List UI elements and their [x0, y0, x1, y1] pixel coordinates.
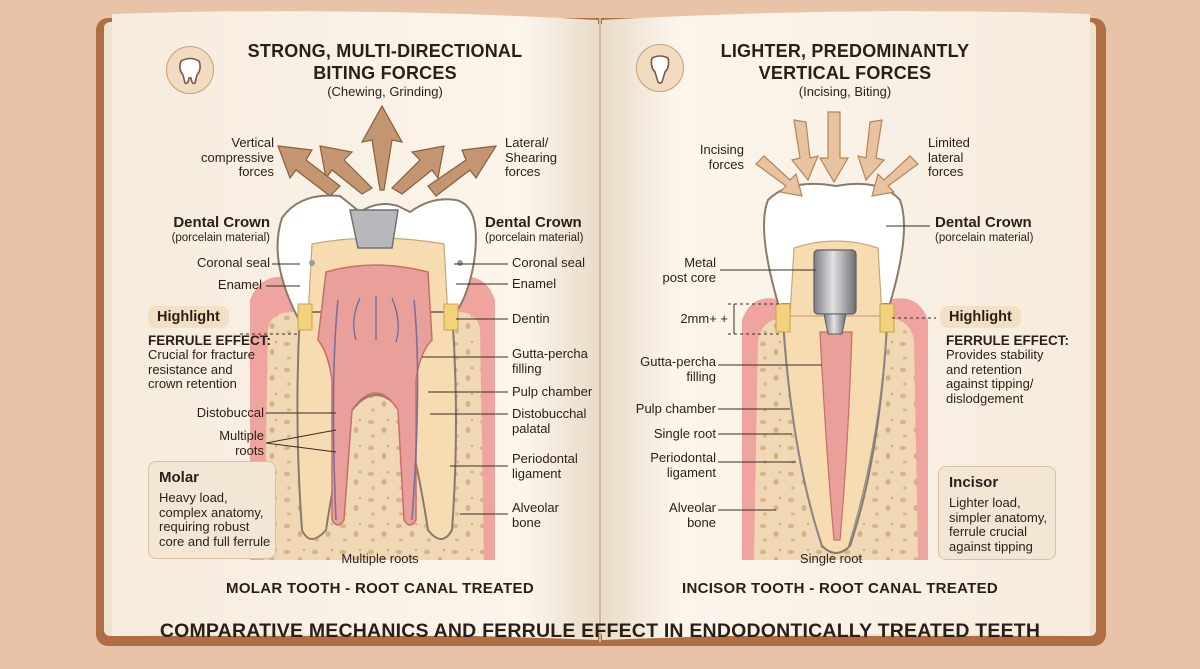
- incisor-leader-lines: [718, 225, 936, 511]
- incisor-summary-box: Incisor Lighter load,simpler anatomy,fer…: [938, 466, 1056, 560]
- molar-tooth-icon: [166, 46, 214, 94]
- incisor-subtitle: (Incising, Biting): [798, 84, 892, 99]
- enamel-left-label: Enamel: [217, 277, 262, 292]
- incisor-crown-label: Dental Crown (porcelain material): [935, 214, 1034, 244]
- molar-crown-left-label: Dental Crown (porcelain material): [171, 214, 270, 244]
- dentin-label: Dentin: [512, 311, 550, 326]
- incisor-tooth-diagram: [742, 182, 928, 560]
- distobuccal-left-label: Distobuccal: [196, 405, 264, 420]
- incisor-ferrule-effect: FERRULE EFFECT: Provides stability and r…: [946, 333, 1069, 406]
- enamel-right-label: Enamel: [512, 276, 557, 291]
- incisor-title-line1: LIGHTER, PREDOMINANTLY: [720, 41, 970, 61]
- ferrule-height-label: 2mm+ +: [680, 311, 728, 326]
- incisor-pulp-chamber-label: Pulp chamber: [635, 401, 716, 416]
- molar-pulp-chamber-label: Pulp chamber: [512, 384, 593, 399]
- molar-ferrule-effect: FERRULE EFFECT: Crucial for fracture res…: [148, 333, 271, 392]
- molar-title-line2: BITING FORCES: [313, 63, 457, 83]
- multiple-roots-bottom-label: Multiple roots: [341, 551, 419, 566]
- incisor-highlight-badge: Highlight: [940, 306, 1021, 328]
- main-bottom-title: COMPARATIVE MECHANICS AND FERRULE EFFECT…: [159, 620, 1041, 642]
- molar-summary-box: Molar Heavy load,complex anatomy,requiri…: [148, 461, 276, 559]
- coronal-seal-right-label: Coronal seal: [512, 255, 585, 270]
- molar-subtitle: (Chewing, Grinding): [327, 84, 443, 99]
- molar-leader-lines: [240, 263, 508, 515]
- molar-title-line1: STRONG, MULTI-DIRECTIONAL: [247, 41, 523, 61]
- incisor-force-arrows: [755, 111, 919, 197]
- incisor-footer: INCISOR TOOTH - ROOT CANAL TREATED: [681, 580, 999, 597]
- incisor-title-line2: VERTICAL FORCES: [758, 63, 932, 83]
- molar-crown-right-label: Dental Crown (porcelain material): [485, 214, 584, 244]
- molar-force-arrows: [277, 104, 498, 197]
- coronal-seal-left-label: Coronal seal: [197, 255, 270, 270]
- incisor-tooth-icon: [636, 44, 684, 92]
- molar-footer: MOLAR TOOTH - ROOT CANAL TREATED: [226, 580, 534, 597]
- molar-highlight-badge: Highlight: [148, 306, 229, 328]
- molar-tooth-diagram: [250, 194, 495, 560]
- single-root-bottom-label: Single root: [799, 551, 863, 566]
- single-root-side-label: Single root: [653, 426, 716, 441]
